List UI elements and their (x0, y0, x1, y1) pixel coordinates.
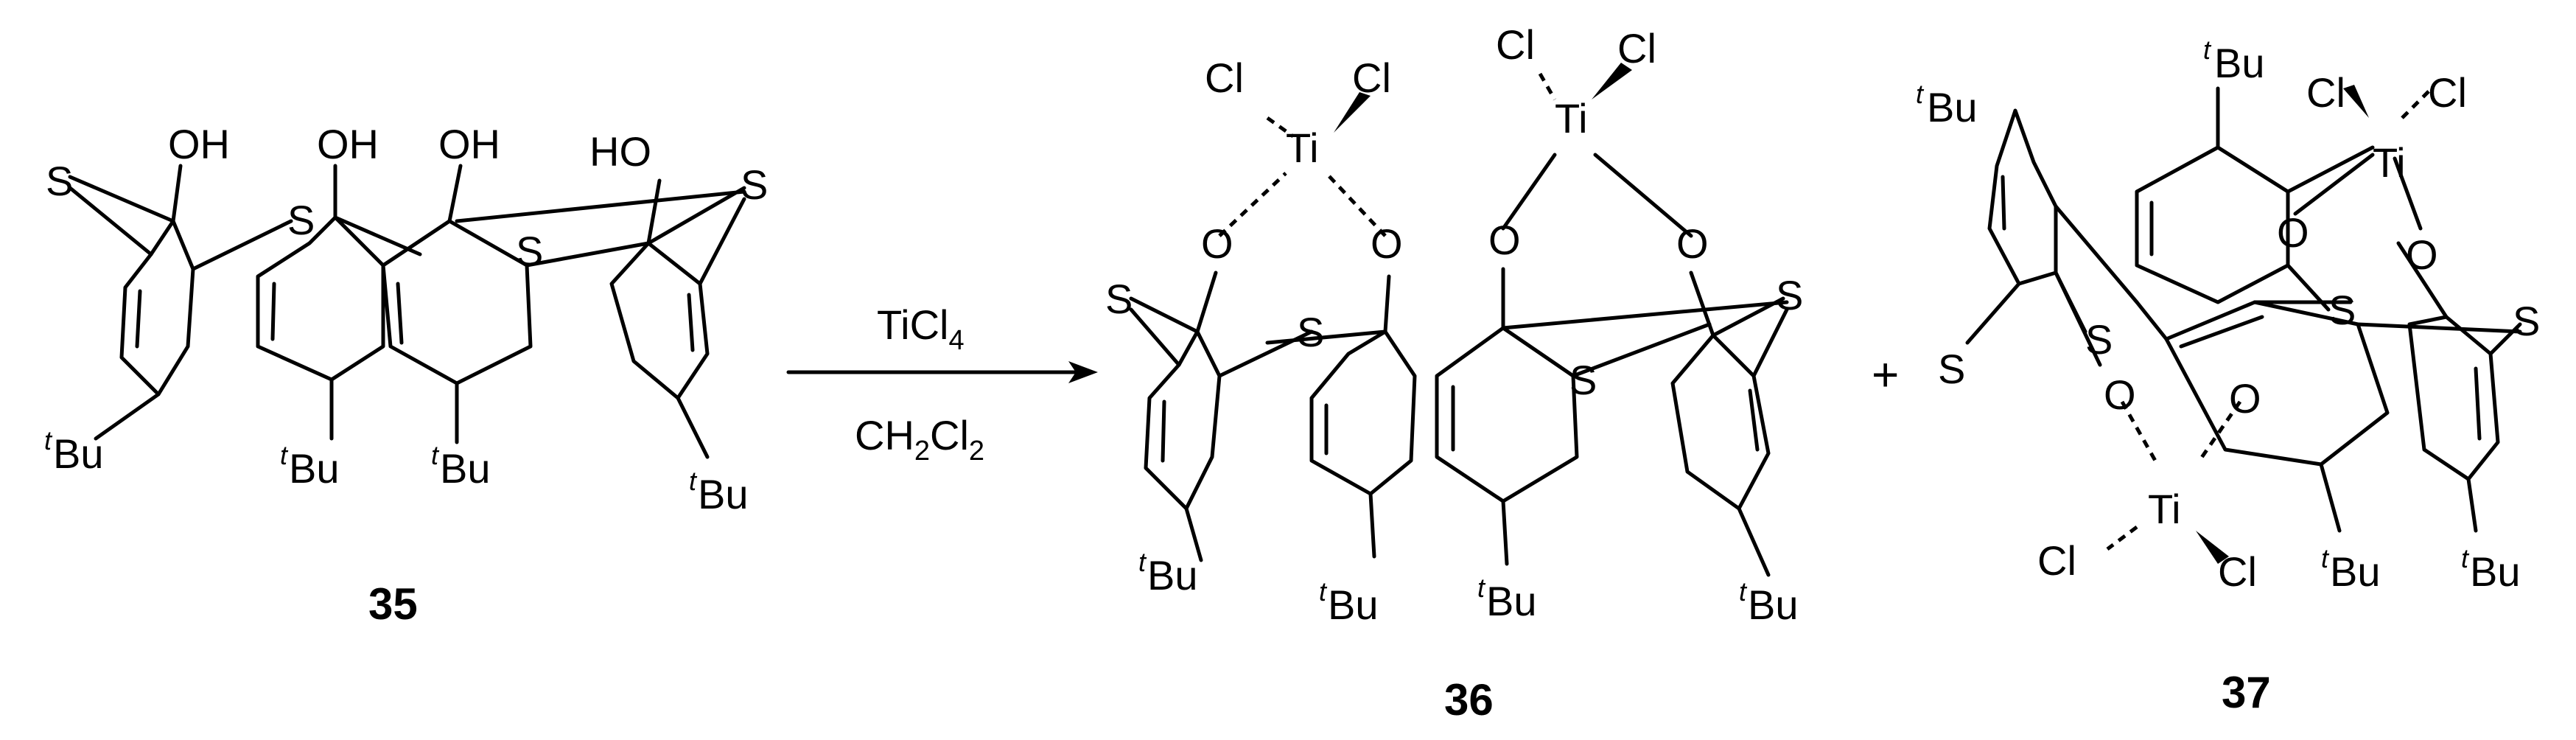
svg-text:Cl: Cl (2306, 69, 2345, 116)
svg-text:S: S (1297, 309, 1324, 355)
svg-text:S: S (46, 158, 73, 204)
svg-text:Ti: Ti (2373, 139, 2406, 186)
svg-text:Cl: Cl (1352, 55, 1391, 101)
svg-text:Cl: Cl (2218, 548, 2257, 595)
svg-text:OH: OH (317, 121, 379, 167)
svg-text:Bu: Bu (1147, 552, 1198, 598)
svg-text:Bu: Bu (1328, 582, 1379, 628)
reagent-below: CH2Cl2 (855, 412, 984, 467)
svg-text:S: S (287, 197, 315, 243)
reaction-arrow: TiCl4 CH2Cl2 (786, 301, 1098, 467)
svg-text:t: t (1916, 79, 1925, 109)
tbu-labels: t Bu t Bu (2321, 543, 2521, 595)
svg-text:S: S (1569, 357, 1597, 403)
svg-text:O: O (1371, 220, 1403, 267)
svg-text:Bu: Bu (53, 430, 104, 477)
svg-text:Cl: Cl (1496, 21, 1535, 68)
svg-text:t: t (44, 425, 53, 455)
atom-label: Bu t Bu t Cl Cl Ti O O S S S S O O Ti Cl… (1916, 35, 2540, 595)
svg-text:S: S (1938, 346, 1965, 392)
svg-text:Bu: Bu (2214, 40, 2265, 86)
compound-label-37: 37 (2222, 668, 2271, 717)
compound-37: Bu t Bu t Cl Cl Ti O O S S S S O O Ti Cl… (1916, 35, 2540, 717)
svg-text:t: t (1739, 576, 1748, 607)
svg-text:O: O (1201, 220, 1233, 267)
svg-text:Cl: Cl (2037, 537, 2076, 584)
svg-text:Bu: Bu (698, 471, 749, 517)
compound-label-36: 36 (1444, 675, 1494, 725)
svg-text:Bu: Bu (289, 445, 340, 492)
svg-text:Cl: Cl (1205, 55, 1244, 101)
svg-text:O: O (1488, 217, 1521, 263)
svg-text:OH: OH (438, 121, 500, 167)
svg-text:O: O (2277, 209, 2309, 256)
svg-text:Bu: Bu (440, 445, 491, 492)
compound-label-35: 35 (368, 579, 418, 629)
svg-text:t: t (2461, 543, 2470, 573)
svg-text:t: t (1319, 576, 1328, 607)
svg-text:Bu: Bu (1927, 84, 1978, 130)
tbu-labels: t Bu t Bu t Bu t Bu (44, 425, 749, 517)
svg-text:S: S (516, 228, 543, 274)
svg-text:t: t (2203, 35, 2212, 65)
svg-text:Bu: Bu (2330, 548, 2381, 595)
atom-label: S OH S OH OH S HO S (46, 121, 768, 274)
svg-text:S: S (2328, 287, 2356, 333)
svg-text:t: t (689, 466, 698, 496)
svg-text:S: S (2513, 298, 2540, 344)
svg-text:O: O (2229, 375, 2261, 422)
svg-text:Bu: Bu (1748, 582, 1799, 628)
svg-text:HO: HO (589, 128, 651, 175)
svg-text:Bu: Bu (1486, 578, 1537, 624)
svg-text:t: t (280, 440, 289, 470)
svg-text:Ti: Ti (2148, 486, 2181, 532)
svg-text:O: O (2406, 231, 2438, 278)
svg-text:O: O (2104, 371, 2136, 418)
svg-text:OH: OH (168, 121, 230, 167)
tbu-labels: t Bu t Bu t Bu t Bu (1138, 547, 1799, 628)
svg-text:S: S (1776, 272, 1803, 318)
plus-sign: + (1872, 348, 1899, 401)
svg-text:t: t (1138, 547, 1147, 577)
compound-35: S OH S OH OH S HO S t Bu t Bu t Bu t Bu … (44, 121, 768, 629)
svg-text:Ti: Ti (1286, 125, 1319, 171)
reagent-above: TiCl4 (877, 301, 965, 356)
svg-text:t: t (1477, 573, 1486, 603)
svg-text:S: S (1105, 276, 1133, 322)
svg-text:Bu: Bu (2470, 548, 2521, 595)
svg-text:t: t (2321, 543, 2330, 573)
svg-text:S: S (741, 161, 768, 208)
svg-text:t: t (431, 440, 440, 470)
svg-text:Ti: Ti (1555, 95, 1588, 142)
svg-text:Cl: Cl (1617, 25, 1656, 71)
svg-text:S: S (2085, 316, 2113, 363)
compound-36: S O O S O O S S Ti Ti Cl Cl Cl Cl t Bu t… (1105, 21, 1803, 725)
svg-text:Cl: Cl (2428, 69, 2467, 116)
svg-text:O: O (1676, 220, 1709, 267)
atom-label: S O O S O O S S Ti Ti Cl Cl Cl Cl (1105, 21, 1803, 403)
